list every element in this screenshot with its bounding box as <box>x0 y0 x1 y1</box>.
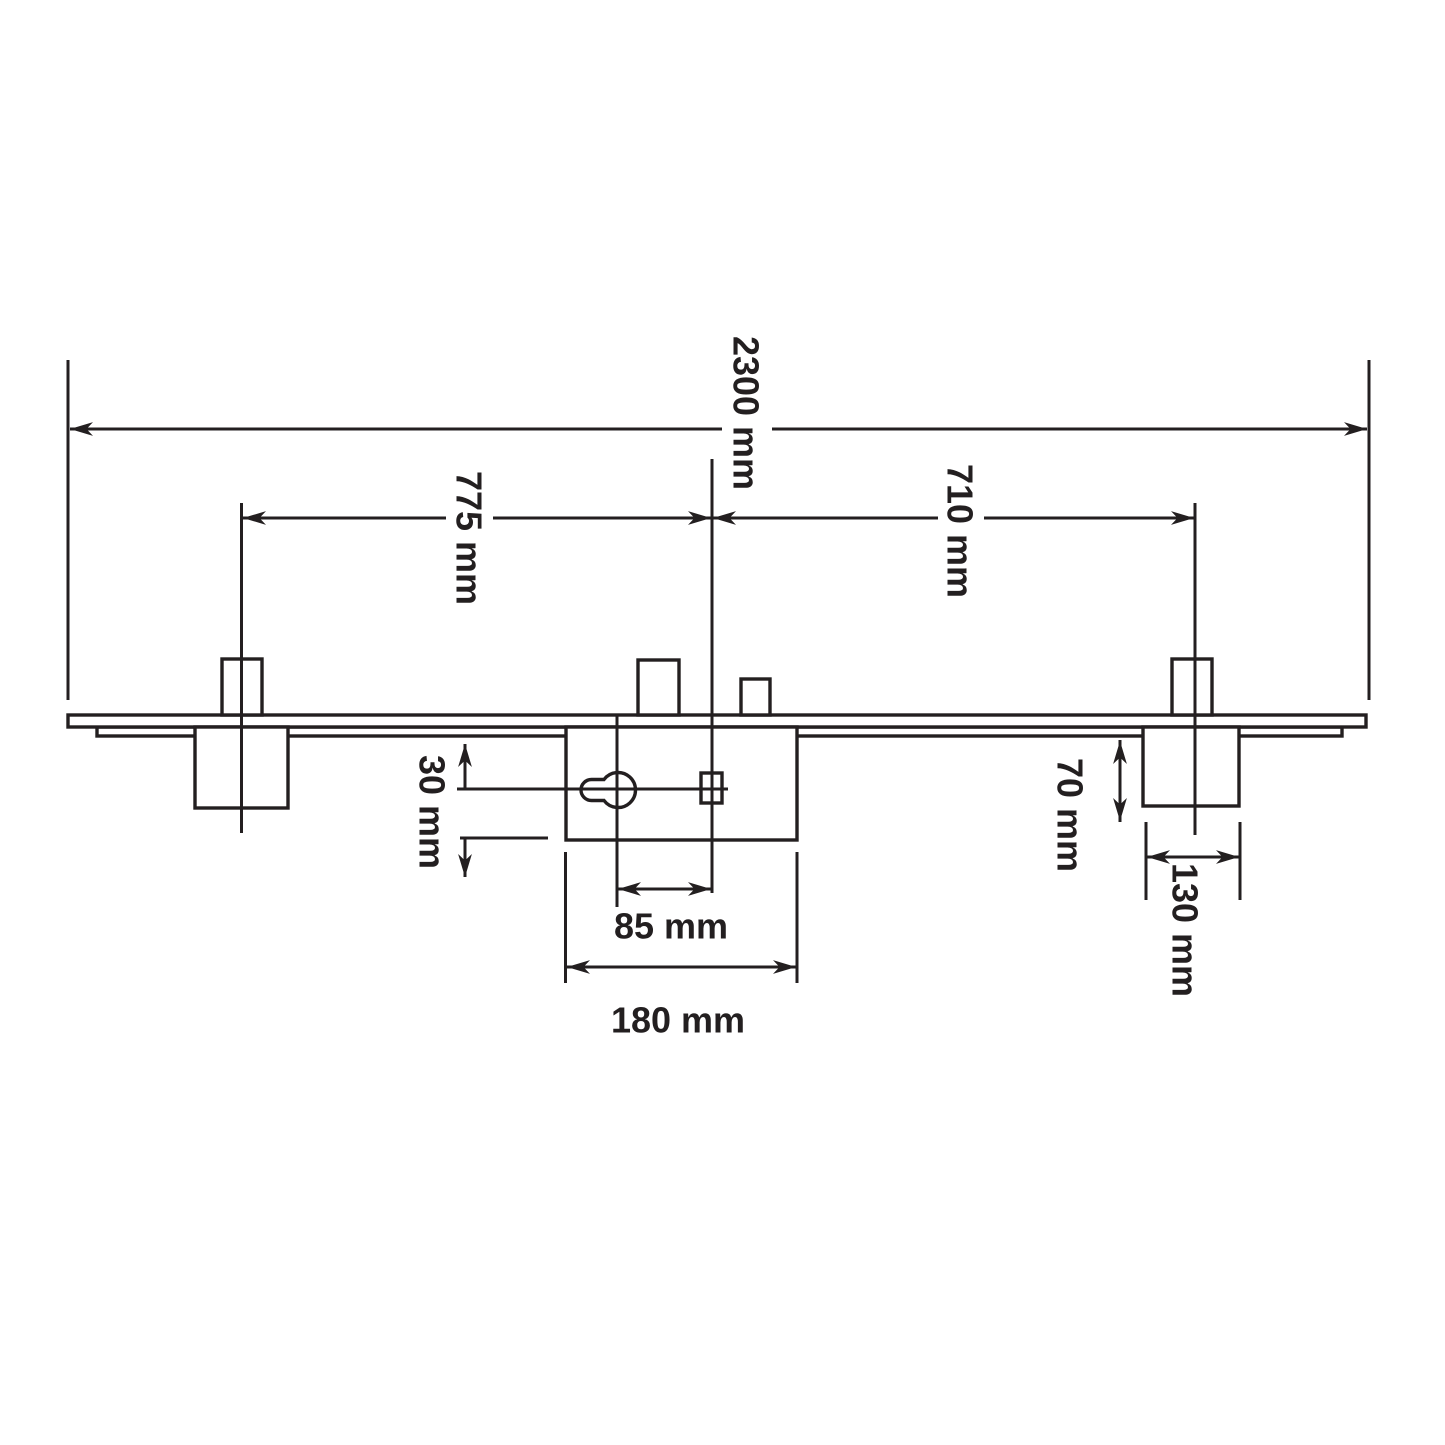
top-bolt-small <box>739 677 772 717</box>
extension-lines-group <box>66 360 1371 983</box>
bolt-block-right <box>1141 725 1241 808</box>
dim-label-130: 130 mm <box>1165 863 1206 997</box>
dim-label-710: 710 mm <box>940 464 981 598</box>
faceplate-bar <box>66 713 1368 729</box>
dim-label-30: 30 mm <box>412 755 453 869</box>
dim-label-2300: 2300 mm <box>726 336 767 490</box>
dim-label-180: 180 mm <box>611 1000 745 1041</box>
dim-label-85: 85 mm <box>614 906 728 947</box>
lock-hardware-group <box>66 657 1368 842</box>
dim-label-70: 70 mm <box>1050 758 1091 872</box>
dimension-labels-group: 2300 mm 775 mm 710 mm 30 mm 70 mm 130 mm… <box>412 336 1206 1041</box>
top-bolt-right <box>1170 657 1214 717</box>
lock-case <box>564 725 799 842</box>
dim-label-775: 775 mm <box>449 471 490 605</box>
top-bolt-centre <box>636 658 681 717</box>
dimension-lines-group <box>70 422 1367 974</box>
